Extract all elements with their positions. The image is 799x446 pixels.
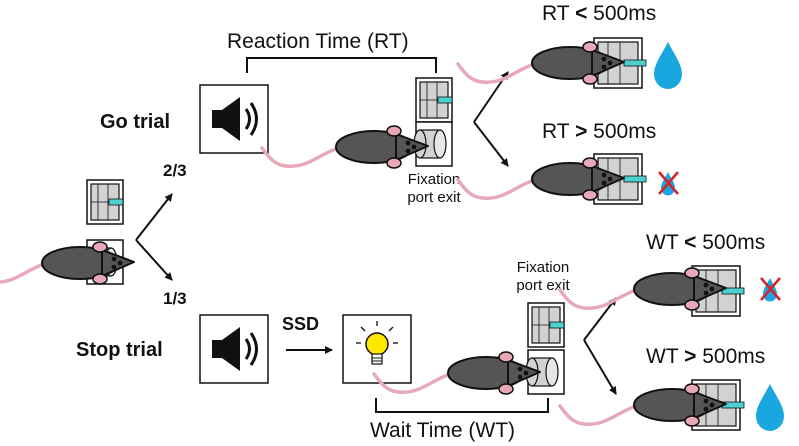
wait-time-bracket [375, 398, 549, 413]
rt-fast-label: RT < 500ms [542, 2, 656, 25]
wait-time-label: Wait Time (WT) [370, 419, 515, 442]
no-water-icon [658, 171, 679, 196]
fixation-exit-label-go-2: port exit [407, 189, 461, 206]
ssd-label: SSD [282, 314, 319, 334]
go-slow-arrow [473, 121, 509, 167]
fixation-exit-label-go-1: Fixation [408, 171, 461, 188]
fixation-exit-label-stop-2: port exit [516, 277, 570, 294]
mouse-icon [260, 124, 430, 170]
stop-fast-arrow [583, 297, 617, 341]
lightbulb-icon [342, 314, 412, 384]
go-branch-arrow [135, 193, 173, 241]
go-probability: 2/3 [163, 161, 187, 180]
no-water-icon [760, 277, 781, 302]
nose-port-icon [86, 179, 124, 225]
water-drop-icon [756, 384, 784, 431]
stop-branch-arrow [135, 239, 173, 281]
reaction-time-label: Reaction Time (RT) [227, 30, 409, 53]
speaker-icon [198, 83, 270, 155]
speaker-icon [198, 313, 270, 385]
wt-fast-label: WT < 500ms [646, 231, 765, 254]
reaction-time-bracket [246, 57, 437, 73]
nose-port-icon [527, 302, 565, 348]
stop-trial-label: Stop trial [76, 339, 163, 361]
water-drop-icon [654, 42, 682, 89]
fixation-exit-label-stop-1: Fixation [517, 259, 570, 276]
go-trial-label: Go trial [100, 111, 170, 133]
stop-slow-arrow [583, 339, 617, 395]
nose-port-icon [415, 77, 453, 123]
rt-slow-label: RT > 500ms [542, 120, 656, 143]
stop-probability: 1/3 [163, 289, 187, 308]
wt-slow-label: WT > 500ms [646, 345, 765, 368]
